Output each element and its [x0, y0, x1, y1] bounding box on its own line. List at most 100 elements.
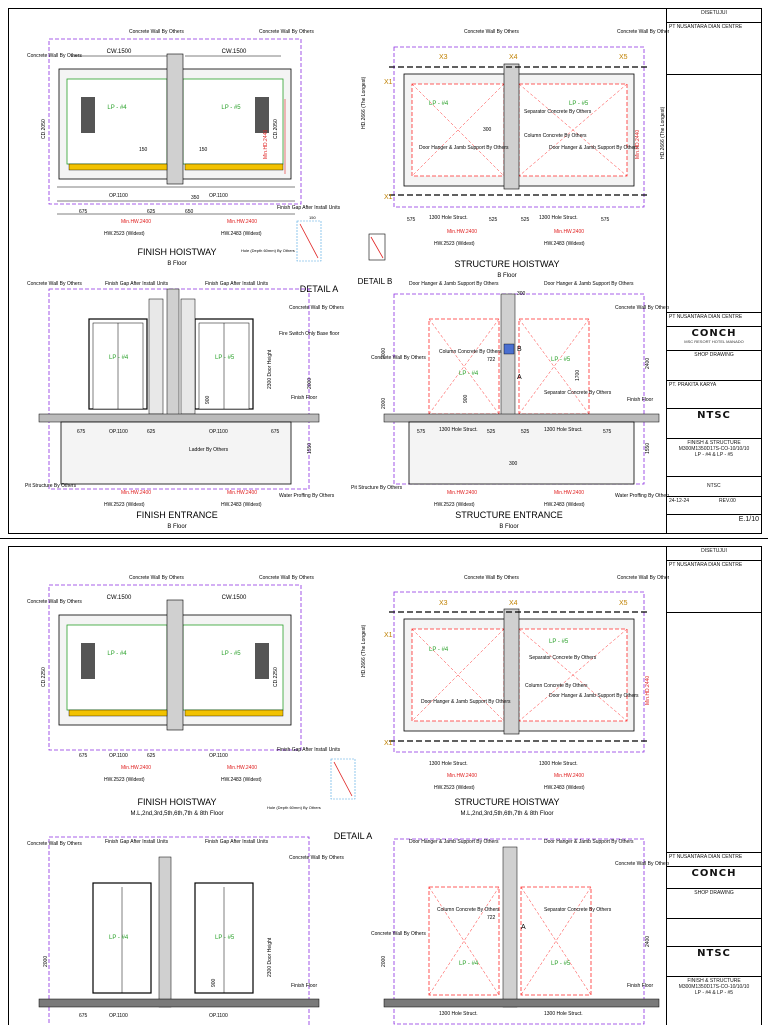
s2-label-separator-concrete: Separator Concrete By Others [544, 907, 612, 913]
tb-ntsc-logo: NTSC [697, 410, 731, 421]
label-water-proofing-struct: Water Proffing By Others [615, 493, 669, 499]
tb2-ntsc-logo: NTSC [697, 948, 731, 959]
s2-dim-2400-struct: 2400 [645, 936, 651, 947]
finish-hoistway-plan: CW.1500 CW.1500 LP - #4 LP - #5 150 150 … [27, 29, 341, 267]
label-finish-gap-entrance-a: Finish Gap After Install Units [105, 281, 169, 287]
dim-min-hw-entrance-b: Min.HW.2400 [227, 490, 257, 496]
s2-dim-hole-struct-b: 1300 Hole Struct. [539, 761, 578, 767]
s2-dim-675: 675 [79, 753, 88, 759]
separator-wall [166, 53, 184, 185]
dim-2000-struct-a: 2000 [381, 348, 387, 359]
dim-575-entrance-b: 575 [603, 429, 612, 435]
tb-sheet-no: E.1/10 [738, 516, 759, 523]
dim-min-hw-struct-entrance-a: Min.HW.2400 [447, 490, 477, 496]
s2-label-lp4-struct: LP - #4 [429, 647, 449, 653]
s2-label-door-hanger-b: Door Hanger & Jamb Support By Others [544, 839, 634, 845]
title-finish-entrance: FINISH ENTRANCE [136, 510, 218, 520]
s2-dim-hw-widest-struct-b: HW.2483 (Widest) [544, 785, 585, 791]
dim-cw-lp4: CW.1500 [107, 49, 132, 55]
label-finish-floor-struct: Finish Floor [627, 397, 653, 403]
tb-lifts: LP - #4 & LP - #5 [694, 452, 734, 458]
dim-hd-struct-left: HD.2666 (The Longest) [361, 76, 367, 129]
dim-675: 675 [79, 209, 88, 215]
dim-300-entrance: 300 [517, 291, 526, 297]
s2-label-finish-gap-b: Finish Gap After Install Units [205, 839, 269, 845]
label-column-concrete: Column Concrete By Others [524, 133, 587, 139]
dim-hw-widest: HW.2523 (Widest) [104, 231, 145, 237]
subtitle-b-floor: B Floor [167, 261, 186, 267]
s2-axis-x5: X5 [619, 600, 628, 607]
drawing-sheet-2: CW.1500 CW.1500 LP - #4 LP - #5 CD.2250 … [8, 546, 762, 1025]
dim-hw-widest2: HW.2483 (Widest) [221, 231, 262, 237]
title-detail-b: DETAIL B [358, 277, 393, 286]
tb2-drawing-title: FINISH & STRUCTURE [687, 978, 741, 984]
s2-dim-675-entrance: 675 [79, 1013, 88, 1019]
dim-525-a: 525 [489, 217, 498, 223]
s2-dim-900: 900 [211, 978, 217, 987]
dim-625: 625 [147, 209, 156, 215]
s2-label-concrete-wall-left: Concrete Wall By Others [27, 599, 82, 605]
axis-x3: X3 [439, 54, 448, 61]
s2-dim-cw-lp5: CW.1500 [222, 595, 247, 601]
dim-300-struct: 300 [483, 127, 492, 133]
s2-label-concrete-wall-struct-right: Concrete Wall By Others [615, 861, 669, 867]
label-lp4-entrance: LP - #4 [109, 355, 129, 361]
s2-subtitle-floors: M.L,2nd,3rd,5th,6th,7th & 8th Floor [130, 811, 223, 817]
dim-hw-widest-entrance-b: HW.2483 (Widest) [221, 502, 262, 508]
tb2-pt-nusantara: PT NUSANTARA DIAN CENTRE [669, 562, 743, 568]
sheet-separator [0, 538, 768, 539]
s2-dim-op-lp5: OP.1100 [209, 753, 228, 759]
structure-entrance-elevation: LP - #4 LP - #5 B A 722 Door Hanger & Ja… [351, 281, 669, 530]
label-lp4-struct-entrance: LP - #4 [459, 371, 479, 377]
dim-525-entrance-b: 525 [521, 429, 530, 435]
s2-dim-hole-struct-entrance-a: 1300 Hole Struct. [439, 1011, 478, 1017]
s2-label-door-hanger-a: Door Hanger & Jamb Support By Others [421, 699, 511, 705]
dim-min-hw-lp4: Min.HW.2400 [121, 219, 151, 225]
s2-label-finish-floor: Finish Floor [291, 983, 317, 989]
label-concrete-wall-entrance-right: Concrete Wall By Others [289, 305, 344, 311]
title-detail-a: DETAIL A [300, 284, 339, 294]
label-lp5: LP - #5 [221, 105, 241, 111]
tb-drawing-no: M300M1350D17S-CO-10/10/10 [678, 446, 750, 452]
dim-cd-left: CD.2050 [41, 119, 47, 139]
axis-x1-bottom: X1 [384, 194, 393, 201]
tb-drawing-title: FINISH & STRUCTURE [687, 440, 741, 446]
label-lp5-entrance: LP - #5 [215, 355, 235, 361]
label-separator-concrete: Separator Concrete By Others [524, 109, 592, 115]
label-concrete-wall-top: Concrete Wall By Others [129, 29, 184, 35]
label-finish-gap: Finish Gap After Install Units [277, 205, 341, 211]
dim-2000-struct-b: 2000 [381, 398, 387, 409]
s2-dim-hole-struct-entrance-b: 1300 Hole Struct. [544, 1011, 583, 1017]
title-structure-hoistway: STRUCTURE HOISTWAY [455, 259, 560, 269]
dim-min-hd-struct: Min.HD.2440 [635, 130, 641, 159]
detail-a-hole: Hole (Depth 60mm) By Others [241, 248, 295, 253]
dim-675-entrance-b: 675 [271, 429, 280, 435]
dim-hw-widest-entrance-a: HW.2523 (Widest) [104, 502, 145, 508]
sheet-1-drawing: CW.1500 CW.1500 LP - #4 LP - #5 150 150 … [25, 29, 669, 530]
detail-a-dim: 150 [309, 215, 316, 220]
title-block-1: DISETUJUI PT NUSANTARA DIAN CENTRE PT NU… [666, 9, 761, 533]
s2-dim-hw-widest-b: HW.2483 (Widest) [221, 777, 262, 783]
dim-min-hw-struct-a: Min.HW.2400 [447, 229, 477, 235]
dim-722: 722 [487, 357, 496, 363]
s2-label-lp5-entrance: LP - #5 [215, 935, 235, 941]
s2-label-lp4-struct-entrance: LP - #4 [459, 961, 479, 967]
tb-pt-nusantara: PT NUSANTARA DIAN CENTRE [669, 24, 743, 30]
label-fire-switch: Fire Switch Only Base floor [279, 331, 340, 337]
s2-axis-x1-bottom: X1 [384, 740, 393, 747]
dim-675-entrance: 675 [77, 429, 86, 435]
tb2-disetujui: DISETUJUI [667, 547, 761, 561]
dim-300-pit: 300 [509, 461, 518, 467]
dim-hw-widest-struct-entrance-a: HW.2523 (Widest) [434, 502, 475, 508]
tb2-blank [667, 613, 761, 853]
s2-axis-x3: X3 [439, 600, 448, 607]
counterweight-lp4 [81, 97, 95, 133]
dim-hw-widest-struct-b: HW.2483 (Widest) [544, 241, 585, 247]
label-lp4-struct: LP - #4 [429, 101, 449, 107]
subtitle-b-floor-struct-entrance: B Floor [499, 524, 518, 530]
dim-min-hw-lp5: Min.HW.2400 [227, 219, 257, 225]
tb-project-sub: MSC RESORT HOTEL MANADO [684, 339, 744, 344]
dim-150-b: 150 [199, 147, 208, 153]
s2-dim-cw-lp4: CW.1500 [107, 595, 132, 601]
dim-525-b: 525 [521, 217, 530, 223]
